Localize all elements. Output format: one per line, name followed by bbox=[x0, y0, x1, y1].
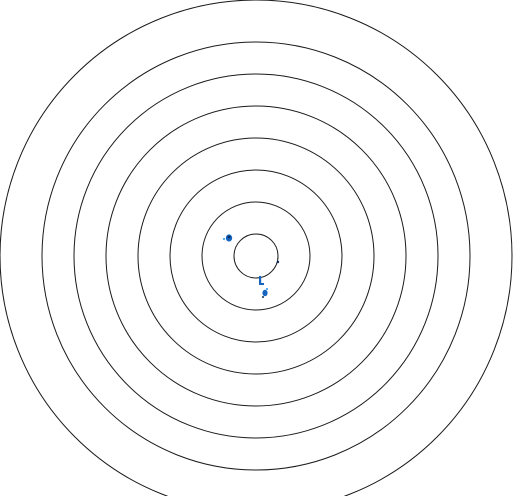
marker-lower-a-foot bbox=[259, 283, 264, 285]
marker-lower-b-tip bbox=[265, 287, 269, 291]
marker-cluster-upper-left-dot bbox=[222, 237, 226, 241]
ring-6 bbox=[73, 73, 439, 439]
marker-lower-b bbox=[262, 289, 268, 297]
ring-5 bbox=[105, 105, 407, 407]
ring-2 bbox=[201, 201, 311, 311]
marker-right-dot bbox=[276, 260, 280, 264]
ring-4 bbox=[137, 137, 375, 375]
marker-cluster-upper-left-core bbox=[227, 235, 231, 239]
marker-lower-b-dot bbox=[262, 296, 264, 298]
ring-1 bbox=[233, 233, 279, 279]
marker-lower-a bbox=[259, 276, 262, 284]
markers-group bbox=[222, 234, 280, 298]
ring-3 bbox=[169, 169, 343, 343]
ring-7 bbox=[41, 41, 471, 471]
